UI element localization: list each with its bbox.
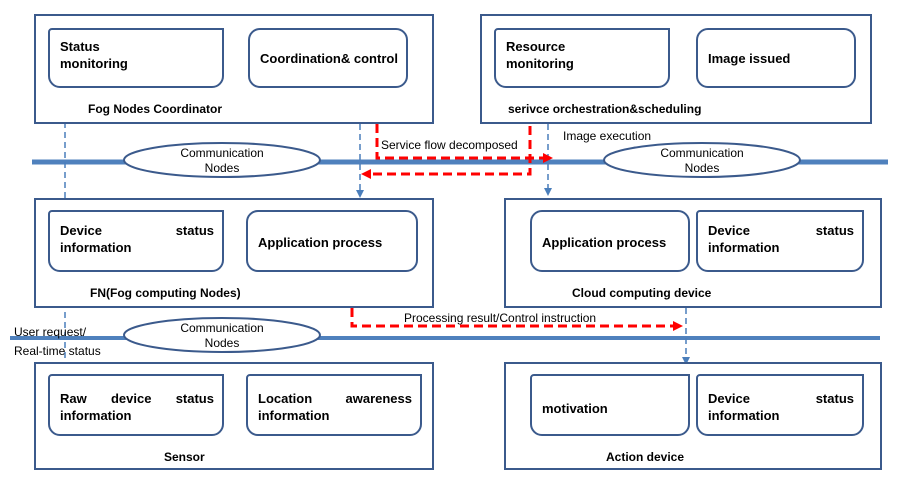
fog-nodes-coordinator-box: Status monitoring Coordination& control … (34, 14, 434, 124)
sensor-box: Raw device status information Location a… (34, 362, 434, 470)
communication-nodes-line2: Nodes (204, 336, 240, 350)
cloud-computing-device-label: Cloud computing device (572, 286, 712, 300)
location-awareness-row: Location awareness (258, 390, 412, 407)
location-awareness-text: Location awareness information (258, 390, 412, 424)
image-issued-text: Image issued (708, 51, 791, 66)
word-awareness: awareness (345, 391, 413, 406)
communication-nodes-line2: Nodes (204, 161, 240, 175)
sensor-label: Sensor (164, 450, 205, 464)
action-device-label: Action device (606, 450, 685, 464)
image-issued-box: Image issued (696, 28, 856, 88)
word-raw: Raw (60, 391, 87, 406)
user-request-label: User request/ Real-time status (14, 323, 101, 361)
coordination-control-box: Coordination& control (248, 28, 408, 88)
real-time-status-line: Real-time status (14, 344, 101, 358)
service-flow-decomposed-label: Service flow decomposed (381, 138, 518, 152)
communication-nodes-line1: Communication (660, 146, 744, 160)
word-information: information (60, 240, 132, 255)
communication-nodes-label-1: Communication Nodes (162, 146, 282, 176)
word-information: information (60, 408, 132, 423)
communication-nodes-line1: Communication (180, 146, 264, 160)
application-process-text-cloud: Application process (542, 235, 667, 250)
service-orchestration-box: Resource monitoring Image issued serivce… (480, 14, 872, 124)
word-information: information (258, 408, 330, 423)
motivation-box: motivation (530, 374, 690, 436)
processing-result-label: Processing result/Control instruction (404, 311, 597, 325)
communication-nodes-ellipse-2 (603, 142, 801, 178)
word-status: status (815, 223, 854, 238)
word-status: status (815, 391, 854, 406)
location-awareness-box: Location awareness information (246, 374, 422, 436)
image-execution-label: Image execution (563, 129, 652, 143)
device-status-info-box-cloud: Device status information (696, 210, 864, 272)
device-status-row: Device status (708, 222, 854, 239)
action-device-box: motivation Device status information Act… (504, 362, 882, 470)
application-process-text-fn: Application process (258, 235, 383, 250)
communication-nodes-ellipse-3 (123, 317, 321, 353)
word-information: information (708, 240, 780, 255)
device-status-row: Device status (708, 390, 854, 407)
device-status-info-box-action: Device status information (696, 374, 864, 436)
status-monitoring-text: Status monitoring (60, 39, 128, 71)
communication-nodes-ellipse-1 (123, 142, 321, 178)
word-information: information (708, 408, 780, 423)
communication-nodes-line2: Nodes (684, 161, 720, 175)
cloud-computing-device-box: Application process Device status inform… (504, 198, 882, 308)
application-process-box-cloud: Application process (530, 210, 690, 272)
device-status-info-text-fn: Device status information (60, 222, 214, 256)
fog-nodes-coordinator-label: Fog Nodes Coordinator (88, 102, 222, 116)
raw-device-status-text: Raw device status information (60, 390, 214, 424)
service-return-arrow (361, 126, 532, 179)
word-status: status (175, 391, 214, 406)
coordination-control-text: Coordination& control (260, 51, 398, 66)
raw-device-status-row: Raw device status (60, 390, 214, 407)
communication-nodes-label-3: Communication Nodes (162, 321, 282, 351)
fog-computing-nodes-label: FN(Fog computing Nodes) (90, 286, 241, 300)
service-flow-arrow (375, 124, 553, 163)
word-device: Device (708, 223, 750, 238)
communication-nodes-line1: Communication (180, 321, 264, 335)
word-status: status (175, 223, 214, 238)
word-location: Location (258, 391, 313, 406)
user-request-line: User request/ (14, 325, 87, 339)
device-status-info-text-action: Device status information (708, 390, 854, 424)
word-device: Device (60, 223, 102, 238)
device-status-info-box-fn: Device status information (48, 210, 224, 272)
device-status-info-text-cloud: Device status information (708, 222, 854, 256)
service-orchestration-label: serivce orchestration&scheduling (508, 102, 702, 116)
fog-computing-nodes-box: Device status information Application pr… (34, 198, 434, 308)
device-status-row: Device status (60, 222, 214, 239)
processing-result-arrow (350, 308, 683, 331)
status-monitoring-box: Status monitoring (48, 28, 224, 88)
motivation-text: motivation (542, 401, 608, 416)
word-device: device (110, 391, 152, 406)
resource-monitoring-text: Resource monitoring (506, 39, 574, 71)
word-device: Device (708, 391, 750, 406)
application-process-box-fn: Application process (246, 210, 418, 272)
communication-nodes-label-2: Communication Nodes (642, 146, 762, 176)
resource-monitoring-box: Resource monitoring (494, 28, 670, 88)
raw-device-status-box: Raw device status information (48, 374, 224, 436)
